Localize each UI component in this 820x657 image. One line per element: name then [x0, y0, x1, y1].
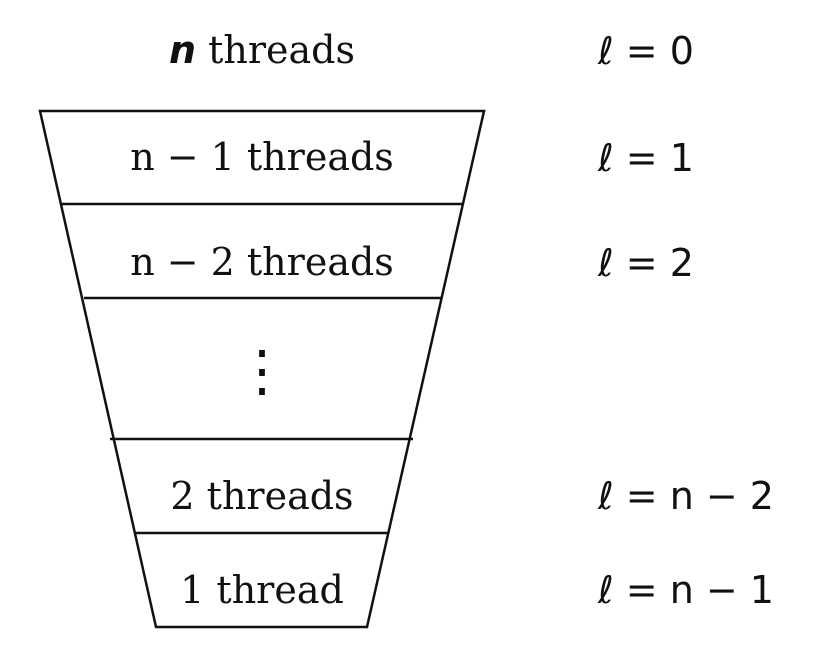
level-label-2: ℓ = 2: [597, 241, 694, 285]
thread-label-level-1: n − 1 threads: [130, 135, 394, 179]
ellipsis-vertical: ⋮: [234, 339, 290, 404]
thread-label-level-2: n − 2 threads: [130, 240, 394, 284]
level-label-0: ℓ = 0: [597, 29, 694, 73]
thread-label-level-n-2: 2 threads: [170, 474, 353, 518]
thread-label-level-n-1: 1 thread: [180, 568, 344, 612]
level-label-1: ℓ = 1: [597, 136, 694, 180]
level-label-n-2: ℓ = n − 2: [597, 474, 774, 518]
funnel-outline: [38, 109, 486, 629]
top-threads-label: n threads: [169, 28, 355, 72]
level-label-n-1: ℓ = n − 1: [597, 568, 774, 612]
